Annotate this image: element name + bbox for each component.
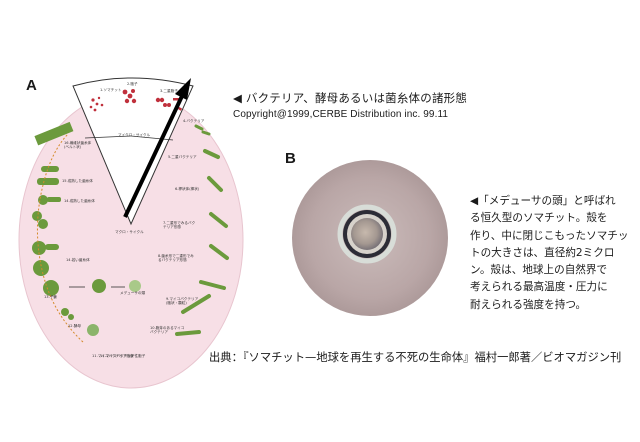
somatid-cycle-diagram xyxy=(18,77,244,389)
left-stage-15: 15.成熟した菌糸体 xyxy=(62,179,93,183)
source-citation: 出典：『ソマチット—地球を再生する不死の生命体』福村一郎著／ビオマガジン刊 xyxy=(209,351,622,364)
macro-cycle-label: マクロ・サイクル xyxy=(115,230,144,234)
stage-label-double-spore: 3.二重胞子 xyxy=(160,89,178,93)
panel-a-caption: ◀ バクテリア、酵母あるいは菌糸体の諸形態 xyxy=(233,91,468,105)
right-stage-11: 11.マイコバクテリア性胞子 xyxy=(100,354,146,358)
panel-a-label: A xyxy=(26,77,37,94)
left-stage-14a: 14.成熟した菌糸体 xyxy=(64,199,95,203)
panel-b-label: B xyxy=(285,150,296,167)
cycle-arrow xyxy=(123,93,185,218)
left-stage-16: 16.繊維状菌糸体(ベルト状) xyxy=(64,141,92,149)
caption-b-line: ◀「メデューサの頭」と呼ばれ xyxy=(470,195,616,207)
left-stage-12: 12.酵母 xyxy=(68,324,81,328)
somatid-shell xyxy=(337,204,397,264)
right-stage-10: 10.胞芽のあるマイコバクテリア xyxy=(150,326,185,334)
right-stage-8: 8.菌糸形で二重形でみるバクテリア形態 xyxy=(158,254,194,262)
somatid-micrograph xyxy=(292,160,448,316)
stage-label-spore: 2.胞子 xyxy=(127,82,138,86)
somatid-core xyxy=(351,218,383,250)
panel-b-caption: ◀「メデューサの頭」と呼ばれ る恒久型のソマチット。殻を 作り、中に閉じこもった… xyxy=(470,193,635,314)
left-stage-11: 11.マイコバクテリア胞嚢 xyxy=(92,354,134,358)
caption-b-line: トの大きさは、直径約2ミクロ xyxy=(470,246,615,259)
left-stage-14b: 14.若い菌糸体 xyxy=(66,258,90,262)
right-stage-4: 4.バクテリア xyxy=(183,119,205,123)
micro-cycle-label: マイクロ・サイクル xyxy=(118,133,151,137)
caption-b-line: る恒久型のソマチット。殻を xyxy=(470,212,608,225)
left-stage-13: 13.子嚢 xyxy=(44,295,57,299)
caption-b-line: ン。殻は、地球上の自然界で xyxy=(470,264,608,277)
right-stage-5: 5.二重バクテリア xyxy=(168,155,197,159)
right-stage-7: 7.二重形でみるバクテリア形態 xyxy=(163,221,196,229)
right-stage-6: 6.桿状体(棒状) xyxy=(175,187,200,191)
caption-b-line: 耐えられる強度を持つ。 xyxy=(470,298,587,311)
right-stage-9: 9.マイコバクテリア(胞状・顆粒) xyxy=(166,297,199,305)
caption-b-line: 作り、中に閉じこもったソマチッ xyxy=(470,229,629,242)
micro-cycle-wedge xyxy=(72,77,194,226)
stage-label-somatid: 1.ソマチット xyxy=(100,88,122,92)
panel-a-copyright: Copyright@1999,CERBE Distribution inc. 9… xyxy=(233,109,449,120)
medusa-head-label: メデューサの頭 xyxy=(120,291,146,295)
caption-b-line: 考えられる最高温度・圧力に xyxy=(470,281,608,294)
